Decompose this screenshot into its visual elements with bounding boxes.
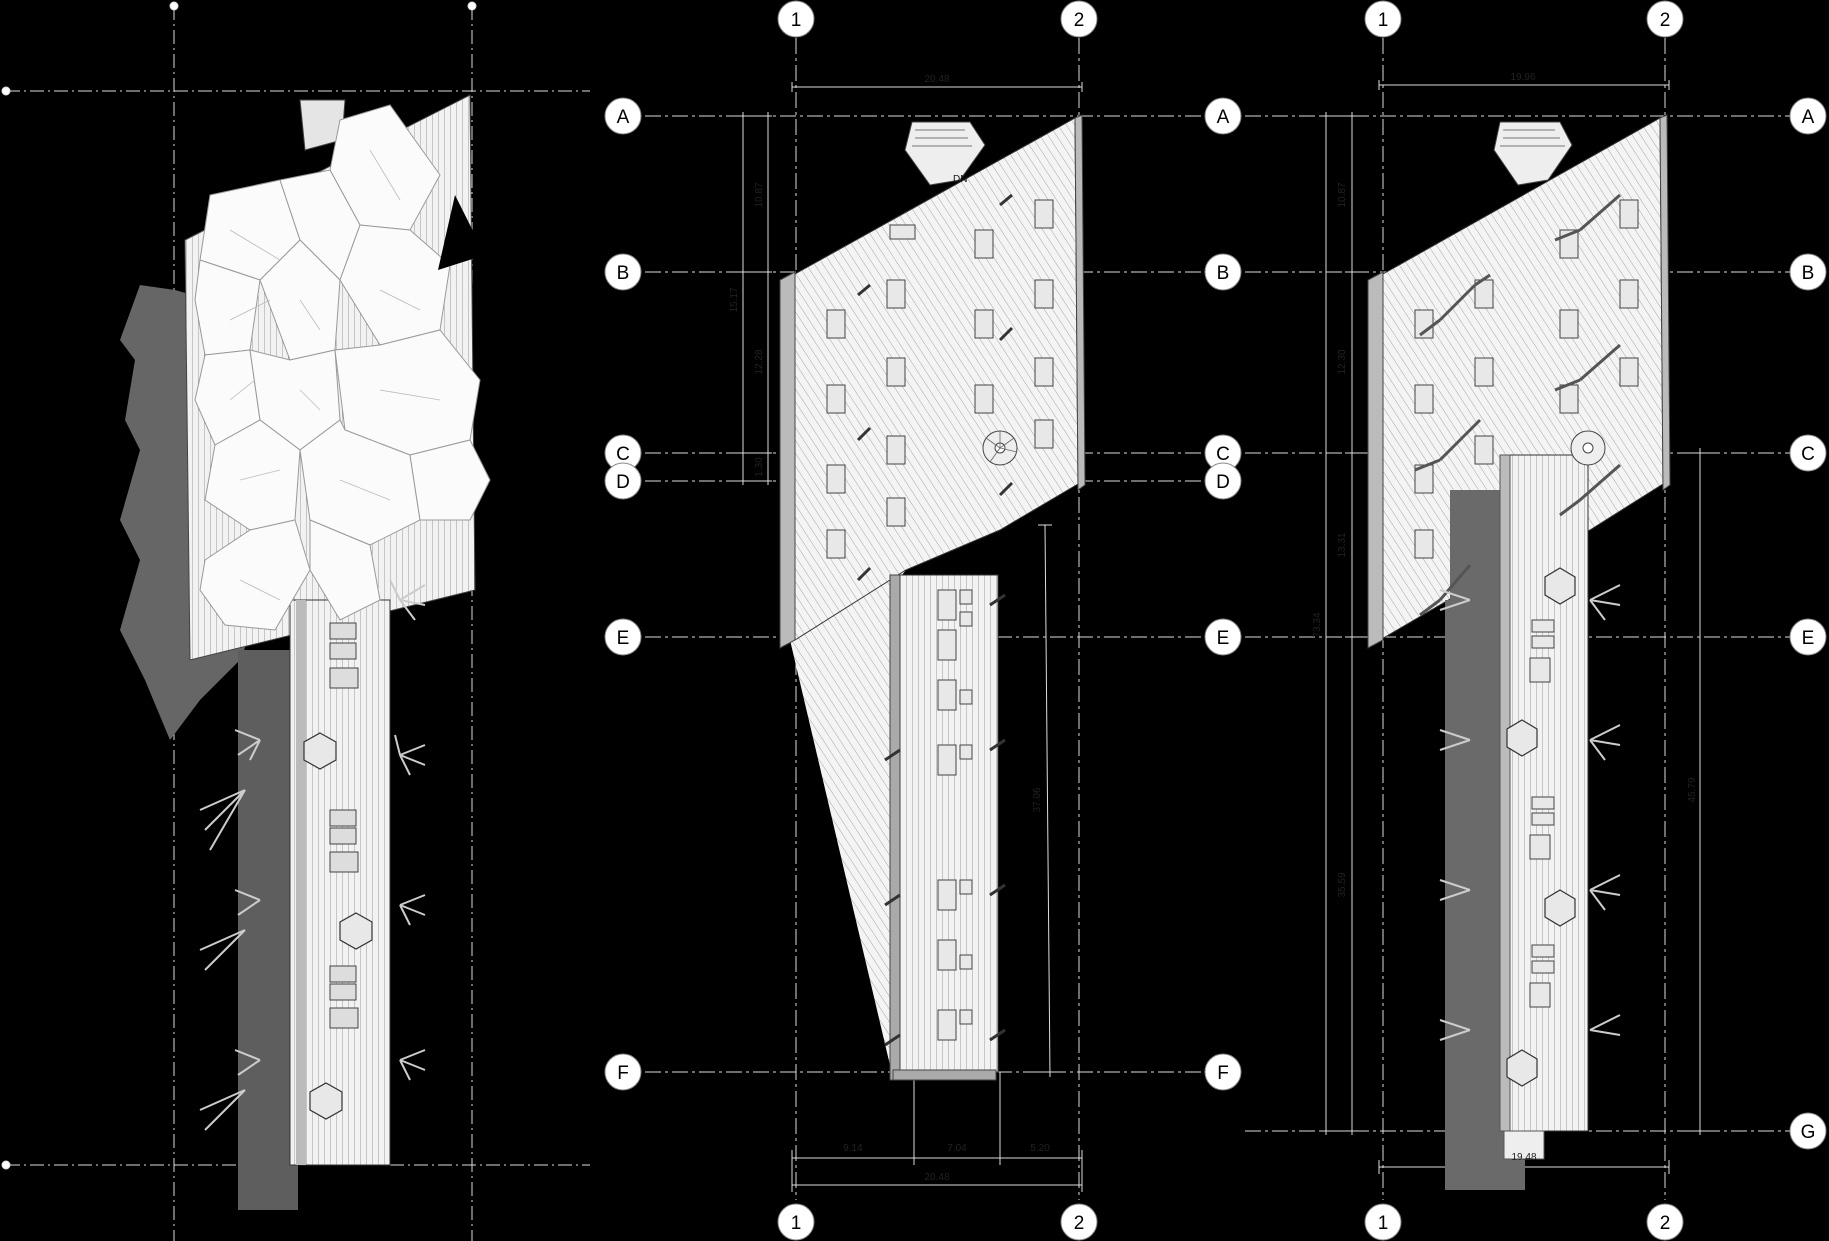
grid-bubble-bottom-1: 1 — [777, 1203, 815, 1241]
svg-text:A: A — [1802, 107, 1815, 128]
svg-text:C: C — [1801, 444, 1815, 465]
svg-text:1: 1 — [791, 1213, 802, 1234]
grid-bubble-bottom-1-right: 1 — [1364, 1203, 1402, 1241]
dim-right-pier: 37.06 — [1032, 787, 1043, 812]
dim-right-pier-length: 45.79 — [1687, 777, 1698, 802]
svg-text:D: D — [1216, 472, 1230, 493]
dim-bottom-pier: 19.48 — [1511, 1152, 1536, 1163]
svg-text:A: A — [1217, 107, 1230, 128]
grid-bubble-top-1: 1 — [777, 0, 815, 38]
grid-bubble-row-f-left: F — [604, 1053, 642, 1091]
dim-bottom-2: 7.04 — [947, 1143, 967, 1154]
svg-text:C: C — [616, 444, 630, 465]
svg-text:F: F — [617, 1063, 629, 1084]
stair-down-label: DN — [953, 174, 967, 185]
dim-bottom-1: 9.14 — [843, 1143, 863, 1154]
svg-text:D: D — [616, 472, 630, 493]
grid-bubble-row-d-left: D — [604, 462, 642, 500]
svg-text:2: 2 — [1074, 1213, 1085, 1234]
grid-bubble-row-a-far-right: A — [1789, 97, 1827, 135]
grid-bubble-row-e-right: E — [1204, 618, 1242, 656]
dim-top-width: 20.48 — [924, 74, 949, 85]
grid-bubble-row-b-left: B — [604, 253, 642, 291]
dim-left-cd: 1.30 — [754, 457, 765, 477]
dim-bottom-total: 20.48 — [924, 1172, 949, 1183]
right-canopy-plan: 19.48 — [1245, 0, 1827, 1241]
svg-text:1: 1 — [1378, 10, 1389, 31]
svg-text:B: B — [1217, 263, 1230, 284]
left-aerial-drawing — [1, 1, 590, 1241]
svg-text:1: 1 — [1378, 1213, 1389, 1234]
grid-bubble-row-e-far-right: E — [1789, 618, 1827, 656]
grid-bubble-top-2: 2 — [1060, 0, 1098, 38]
grid-bubble-row-b-far-right: B — [1789, 253, 1827, 291]
middle-floor-plan: DN — [604, 0, 1242, 1241]
svg-text:E: E — [1802, 628, 1815, 649]
svg-text:E: E — [617, 628, 630, 649]
grid-bubble-top-1-right: 1 — [1364, 0, 1402, 38]
grid-bubble-row-a-right: A — [1204, 97, 1242, 135]
dim-top-width-right: 19.96 — [1510, 72, 1535, 83]
dim-right-ab: 10.87 — [1337, 182, 1348, 207]
svg-text:C: C — [1216, 444, 1230, 465]
grid-bubble-row-f-right: F — [1204, 1053, 1242, 1091]
svg-text:1: 1 — [791, 10, 802, 31]
svg-text:E: E — [1217, 628, 1230, 649]
dim-right-bc: 12.30 — [1337, 349, 1348, 374]
svg-text:F: F — [1217, 1063, 1229, 1084]
dim-left-total: 15.17 — [729, 287, 740, 312]
grid-bubble-row-c-right: C — [1204, 434, 1242, 472]
grid-bubble-top-2-right: 2 — [1646, 0, 1684, 38]
dim-right-ce: 13.31 — [1337, 532, 1348, 557]
dim-right-eg: 35.59 — [1337, 872, 1348, 897]
grid-bubble-row-d-right: D — [1204, 462, 1242, 500]
grid-bubble-row-b-right: B — [1204, 253, 1242, 291]
svg-text:2: 2 — [1660, 10, 1671, 31]
svg-text:G: G — [1801, 1122, 1816, 1143]
grid-bubble-bottom-2: 2 — [1060, 1203, 1098, 1241]
grid-bubble-row-a-left: A — [604, 97, 642, 135]
dim-left-ab: 10.87 — [754, 182, 765, 207]
dim-right-total: 73.34 — [1312, 612, 1323, 637]
dim-left-bc: 12.28 — [754, 349, 765, 374]
grid-bubble-row-g-far-right: G — [1789, 1112, 1827, 1150]
grid-bubble-row-c-left: C — [604, 434, 642, 472]
grid-bubble-row-e-left: E — [604, 618, 642, 656]
grid-bubble-row-c-far-right: C — [1789, 434, 1827, 472]
svg-text:2: 2 — [1074, 10, 1085, 31]
grid-bubble-bottom-2-right: 2 — [1646, 1203, 1684, 1241]
svg-text:B: B — [1802, 263, 1815, 284]
svg-text:B: B — [617, 263, 630, 284]
dim-bottom-3: 5.20 — [1030, 1143, 1050, 1154]
svg-text:A: A — [617, 107, 630, 128]
svg-text:2: 2 — [1660, 1213, 1671, 1234]
